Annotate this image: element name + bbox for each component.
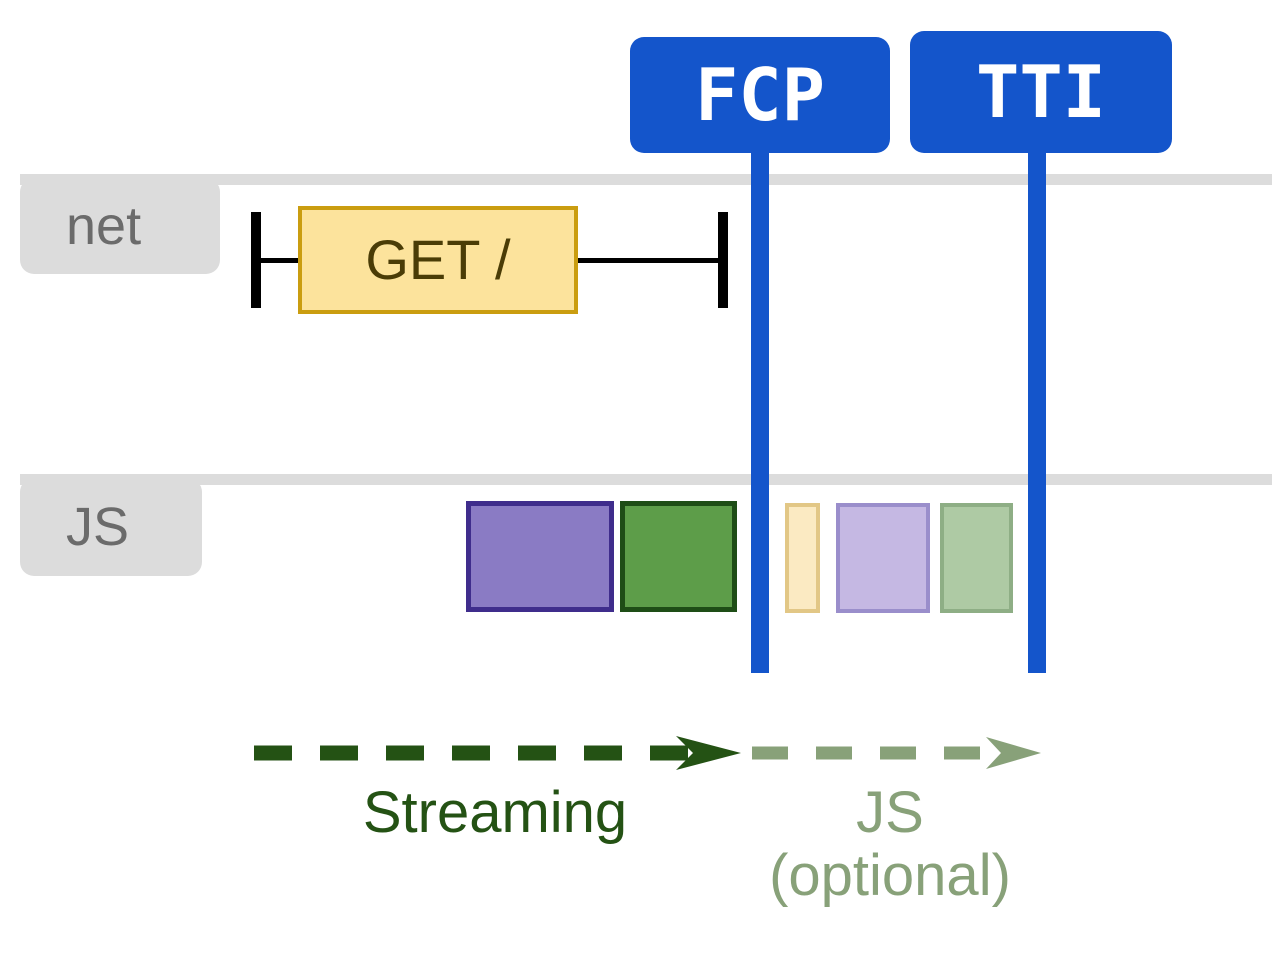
phase-caption-js-optional-line1: JS [856, 780, 924, 845]
row-label-net: net [20, 178, 220, 274]
request-bar-get-root[interactable]: GET / [298, 206, 578, 314]
row-label-net-text: net [66, 196, 142, 256]
request-start-cap [251, 212, 261, 308]
row-label-js: JS [20, 478, 202, 576]
request-bar-label: GET / [365, 228, 511, 291]
js-task-block-parse[interactable] [466, 501, 614, 612]
marker-line-fcp [751, 145, 769, 673]
phase-caption-js-optional-line2: (optional) [769, 842, 1011, 908]
js-task-block-exec[interactable] [620, 501, 737, 612]
marker-badge-fcp[interactable]: FCP [630, 37, 890, 153]
phase-caption-streaming-text: Streaming [362, 780, 628, 845]
js-optional-phase-arrow-icon [752, 737, 1041, 769]
streaming-phase-arrow-icon [254, 736, 741, 770]
js-task-block-optional-c[interactable] [940, 503, 1013, 613]
marker-line-tti [1028, 145, 1046, 673]
marker-badge-tti-label: TTI [975, 50, 1107, 134]
marker-badge-fcp-label: FCP [694, 53, 826, 137]
phase-caption-streaming: Streaming [300, 780, 690, 845]
marker-badge-tti[interactable]: TTI [910, 31, 1172, 153]
request-end-cap [718, 212, 728, 308]
js-task-block-optional-a[interactable] [785, 503, 820, 613]
row-label-js-text: JS [66, 497, 130, 557]
phase-caption-js-optional: JS (optional) [740, 780, 1040, 908]
js-task-block-optional-b[interactable] [836, 503, 930, 613]
js-track-band [20, 474, 1272, 485]
net-track-band [20, 174, 1272, 185]
